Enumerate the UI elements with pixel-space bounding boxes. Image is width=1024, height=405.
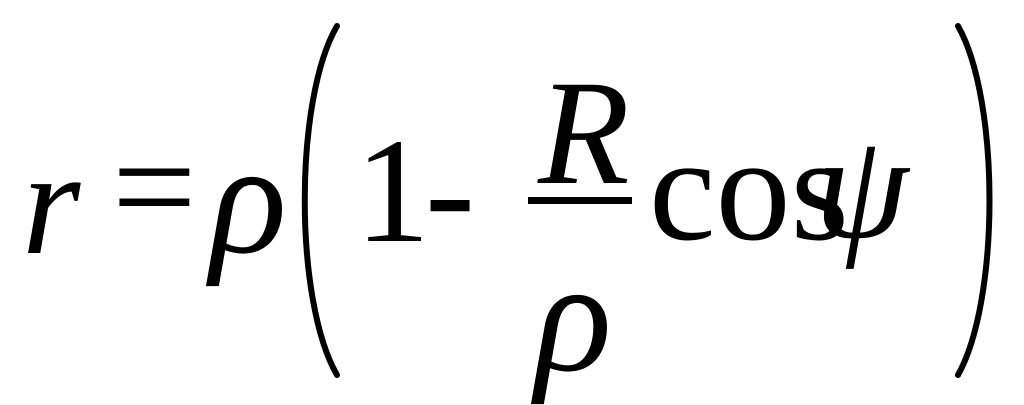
right-parenthesis [955,23,993,378]
number-one: 1 [355,108,430,274]
left-parenthesis [301,23,340,378]
fraction-bar [528,197,632,204]
variable-r: r [22,120,81,286]
equals-sign: = [112,104,197,270]
cos-function: cos [649,106,849,272]
minus-sign: - [425,108,475,274]
variable-rho: ρ [210,109,287,287]
variable-psi: ψ [815,104,909,270]
fraction-numerator: R [538,50,630,216]
fraction-denominator: ρ [535,227,612,405]
